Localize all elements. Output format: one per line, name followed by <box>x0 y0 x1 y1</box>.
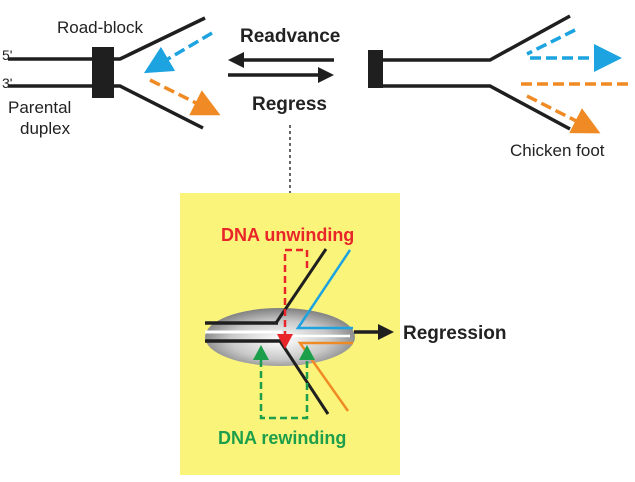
road-block-label: Road-block <box>57 18 143 37</box>
regression-label: Regression <box>403 323 506 344</box>
rewinding-arrowhead-left <box>253 345 269 360</box>
unwinding-indicator <box>277 248 309 349</box>
regression-arrow <box>354 324 394 340</box>
parental-duplex-label-line2: duplex <box>20 119 71 138</box>
chicken-foot-orange-strand-arrow <box>526 94 601 134</box>
road-block-icon-right <box>368 50 383 88</box>
chicken-foot-blue-strand-diagonal <box>526 28 576 56</box>
chicken-foot-strand-top <box>383 14 571 62</box>
parental-strand-top <box>8 16 206 61</box>
inset-strand-down <box>278 340 330 415</box>
chicken-foot <box>368 14 630 134</box>
rewinding-indicator <box>253 345 315 420</box>
unwinding-arrowhead <box>277 334 293 349</box>
left-fork <box>8 16 221 130</box>
five-prime-label: 5' <box>2 47 12 63</box>
road-block-icon <box>92 47 114 98</box>
chicken-foot-strand-bottom <box>383 84 571 131</box>
regress-label: Regress <box>252 94 327 115</box>
readvance-arrow <box>228 52 334 68</box>
nascent-orange-strand <box>149 78 221 116</box>
rewinding-arrowhead-right <box>299 345 315 360</box>
three-prime-label: 3' <box>2 75 12 91</box>
readvance-label: Readvance <box>240 26 340 47</box>
dna-unwinding-label: DNA unwinding <box>221 225 354 245</box>
chicken-foot-label: Chicken foot <box>510 141 605 160</box>
regress-arrow <box>228 67 334 83</box>
parental-strand-bottom <box>8 84 204 130</box>
nascent-blue-strand <box>143 31 213 74</box>
parental-duplex-label-line1: Parental <box>8 98 71 117</box>
inset-blue-strand <box>295 249 353 330</box>
dna-rewinding-label: DNA rewinding <box>218 428 346 448</box>
inset-orange-strand <box>297 341 353 412</box>
